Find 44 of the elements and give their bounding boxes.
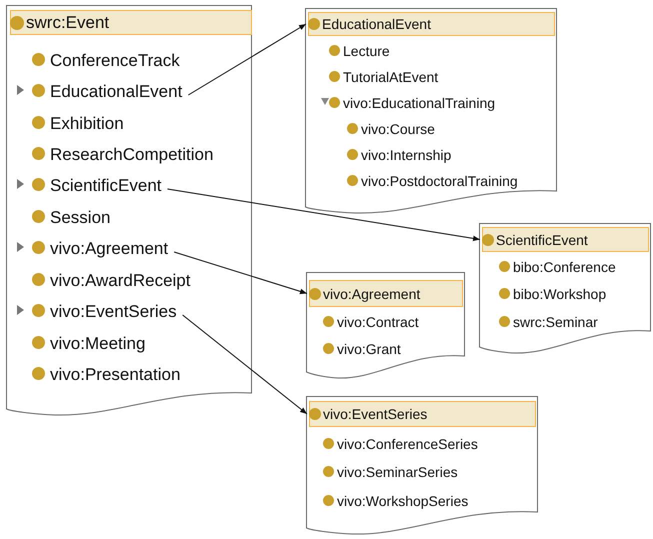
class-label: Exhibition: [50, 114, 124, 132]
class-label: EducationalEvent: [50, 82, 182, 100]
class-label: Session: [50, 208, 110, 226]
class-label: vivo:WorkshopSeries: [337, 494, 468, 508]
header-bar: [482, 227, 649, 252]
class-label: vivo:ConferenceSeries: [337, 437, 478, 451]
arrow: [167, 188, 480, 242]
header-bar: [10, 10, 252, 35]
document-card: [306, 272, 465, 380]
class-label: swrc:Seminar: [513, 315, 598, 329]
arrow: [182, 314, 308, 414]
document-card: [305, 8, 557, 215]
class-label: vivo:Agreement: [323, 286, 420, 300]
class-label: Lecture: [343, 44, 390, 58]
class-label: vivo:Presentation: [50, 366, 180, 382]
class-label: TutorialAtEvent: [343, 70, 438, 84]
arrow: [188, 24, 306, 96]
class-label: ConferenceTrack: [50, 52, 180, 68]
class-label: vivo:EventSeries: [323, 407, 428, 421]
class-label: vivo:Meeting: [50, 334, 146, 352]
header-bar: [308, 12, 555, 36]
class-label: vivo:Internship: [361, 148, 452, 162]
document-card: [479, 223, 651, 355]
class-label: swrc:Event: [26, 14, 110, 31]
class-label: ScientificEvent: [496, 232, 588, 246]
class-label: EducationalEvent: [322, 17, 431, 31]
arrow: [174, 252, 308, 294]
class-label: vivo:EducationalTraining: [343, 96, 496, 110]
document-card: [6, 5, 252, 417]
class-label: bibo:Workshop: [513, 287, 606, 301]
class-label: ScientificEvent: [50, 176, 162, 194]
class-label: vivo:PostdoctoralTraining: [361, 174, 518, 188]
class-label: vivo:EventSeries: [50, 302, 177, 320]
document-card: [306, 396, 538, 536]
class-label: vivo:Agreement: [50, 240, 168, 256]
class-label: vivo:AwardReceipt: [50, 272, 190, 288]
header-bar: [309, 401, 536, 427]
class-label: vivo:Contract: [337, 315, 419, 329]
class-label: vivo:Grant: [337, 342, 401, 356]
class-label: ResearchCompetition: [50, 146, 214, 162]
class-label: vivo:Course: [361, 122, 435, 136]
header-bar: [309, 280, 463, 307]
class-label: vivo:SeminarSeries: [337, 465, 458, 479]
class-label: bibo:Conference: [513, 260, 616, 274]
